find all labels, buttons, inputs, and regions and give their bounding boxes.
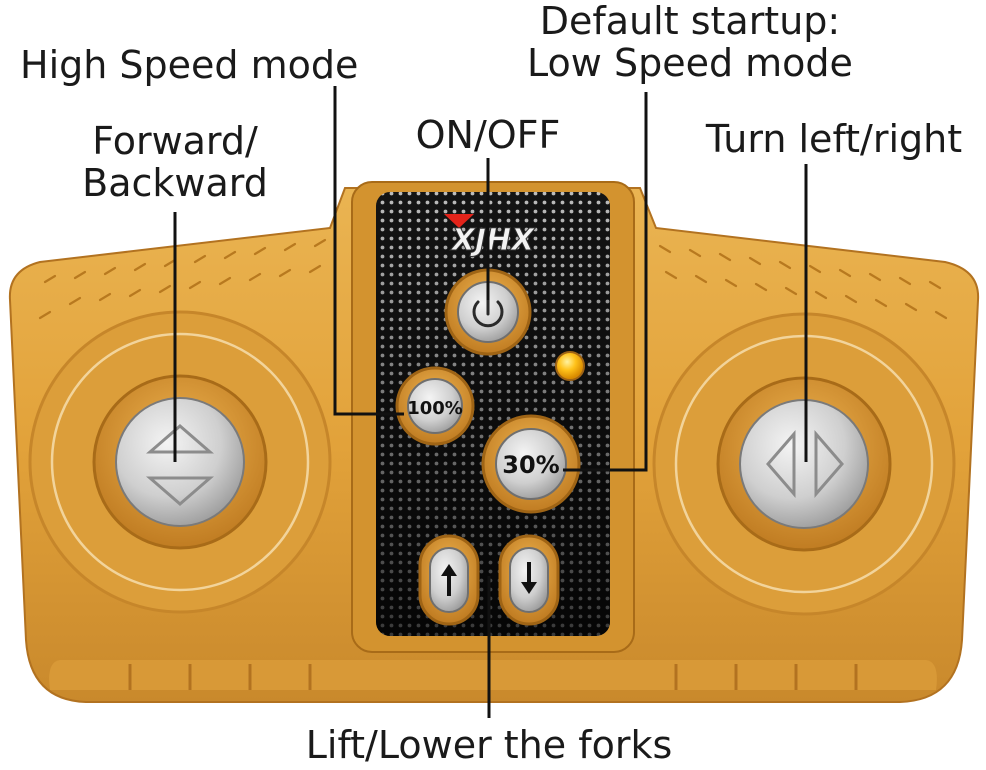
arrow-up-icon — [441, 564, 457, 596]
lower-button[interactable] — [498, 534, 560, 626]
lift-up-button[interactable] — [418, 534, 480, 626]
power-button[interactable] — [444, 268, 532, 356]
arrow-down-icon — [521, 562, 537, 594]
default-startup-label-line1: Default startup: — [539, 0, 841, 43]
brand-logo: XJHX — [444, 214, 537, 259]
bottom-ridges — [128, 664, 858, 690]
forward-backward-label-line1: Forward/ — [92, 119, 258, 163]
forward-backward-label-line2: Backward — [82, 161, 268, 205]
default-startup-label-line2: Low Speed mode — [527, 41, 853, 85]
high-speed-button[interactable]: 100% — [395, 366, 475, 446]
leader-lines — [173, 86, 808, 718]
left-arrow-icon — [766, 429, 796, 499]
leader-high-speed — [333, 86, 404, 416]
lift-lower-forks-label: Lift/Lower the forks — [305, 723, 673, 767]
logo-text: XJHX — [450, 223, 536, 258]
control-panel — [351, 181, 635, 653]
down-arrow-icon — [145, 476, 215, 506]
low-speed-label: 30% — [502, 451, 559, 479]
low-speed-button[interactable]: 30% — [481, 414, 581, 514]
right-arrow-icon — [814, 429, 844, 499]
forward-backward-stick[interactable] — [28, 310, 332, 614]
tread-texture — [38, 238, 948, 320]
on-off-label: ON/OFF — [415, 113, 561, 157]
turn-left-right-label: Turn left/right — [705, 117, 963, 161]
turn-left-right-stick[interactable] — [652, 312, 956, 616]
up-arrow-icon — [145, 424, 215, 454]
leader-low-speed — [563, 92, 648, 472]
indicator-led — [555, 351, 585, 381]
high-speed-label: 100% — [407, 398, 463, 419]
high-speed-mode-label: High Speed mode — [20, 43, 359, 87]
